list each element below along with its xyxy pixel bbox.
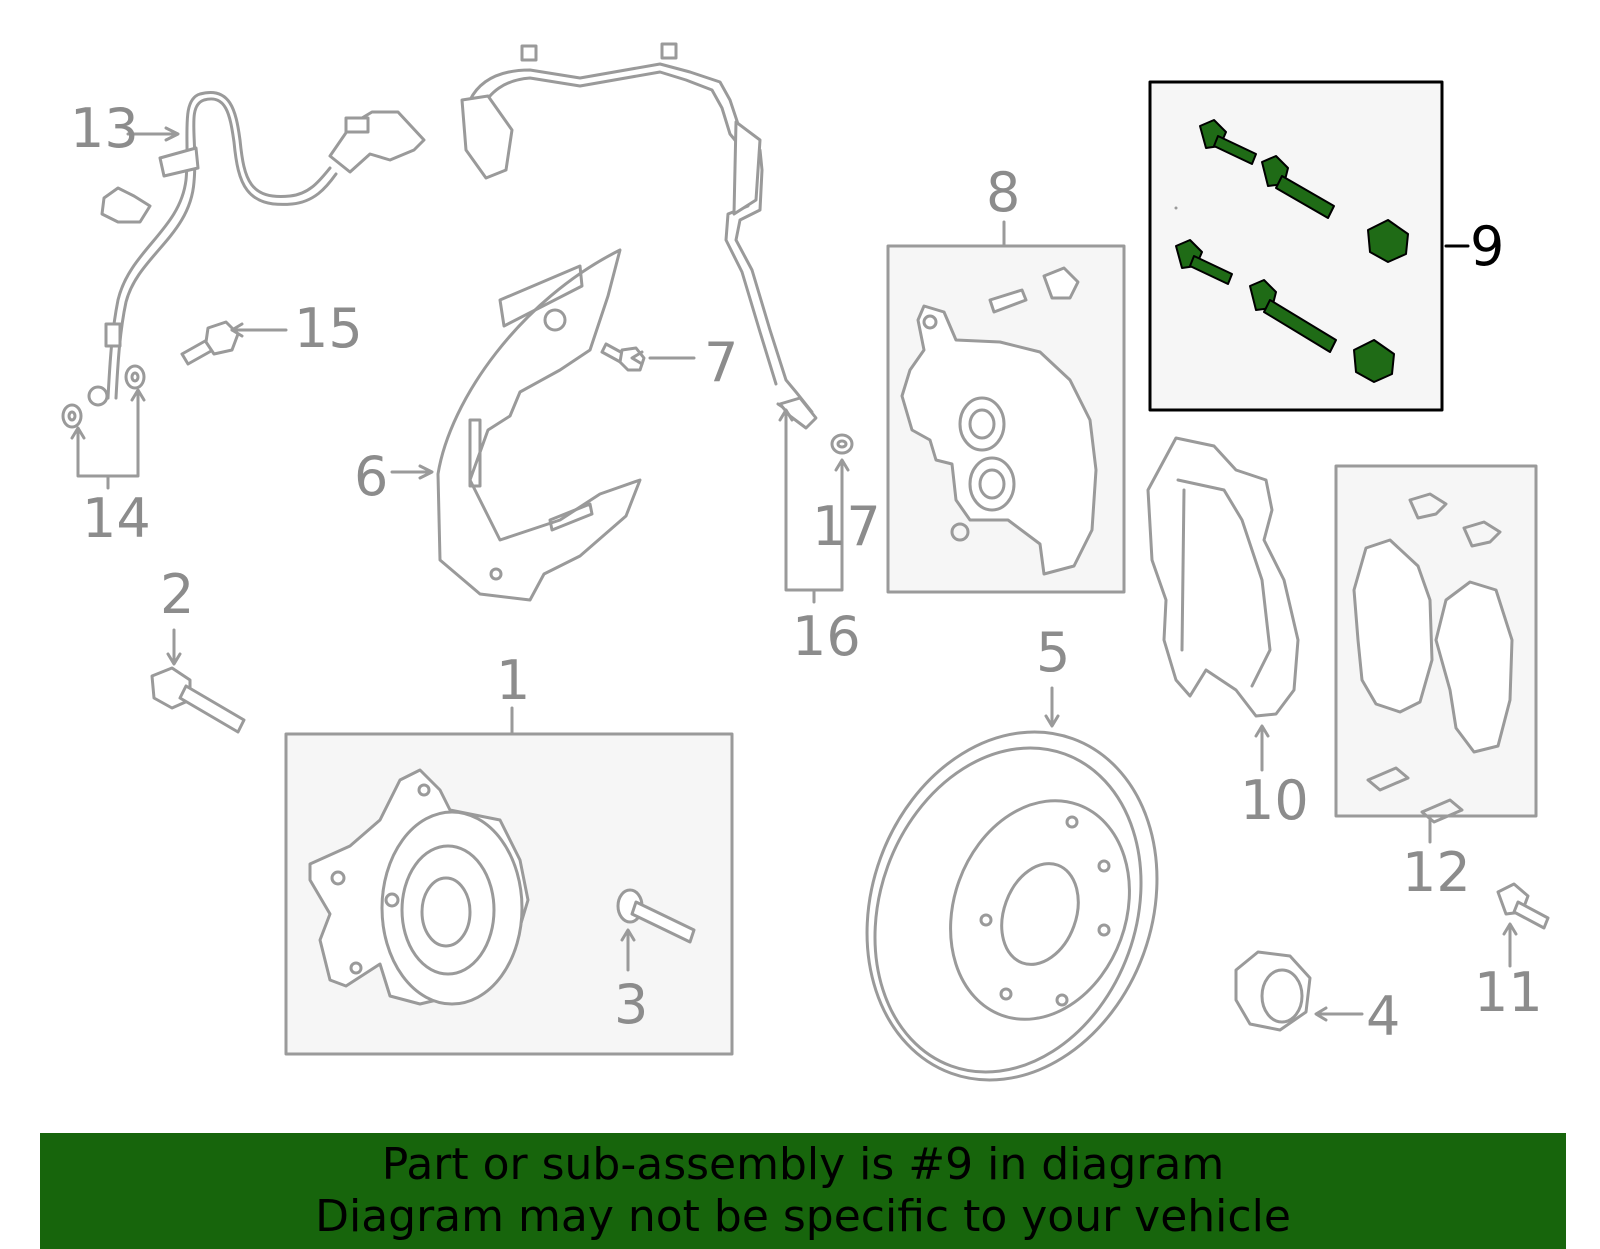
brake-pads-12 xyxy=(1352,492,1514,824)
info-banner: Part or sub-assembly is #9 in diagram Di… xyxy=(40,1133,1566,1249)
callout-5: 5 xyxy=(1036,621,1071,684)
washer-14a xyxy=(61,403,83,429)
abs-sensor-wire-13 xyxy=(87,91,426,407)
dust-shield-6 xyxy=(436,248,642,602)
callout-14: 14 xyxy=(82,487,151,550)
bolt-11 xyxy=(1496,882,1550,930)
bolt-7 xyxy=(600,342,696,372)
callout-10: 10 xyxy=(1240,769,1309,832)
wheel-stud-3 xyxy=(616,888,696,944)
hub-nut-4 xyxy=(1234,950,1312,1032)
parts-diagram xyxy=(61,42,1550,1082)
caliper-bolt-kit-9 xyxy=(1175,119,1409,383)
brake-rotor-5 xyxy=(865,730,1159,1082)
washer-14b xyxy=(124,364,146,390)
bolt-2 xyxy=(150,666,246,734)
washer-17 xyxy=(830,433,854,455)
callout-9: 9 xyxy=(1470,215,1505,278)
caliper-bracket-10 xyxy=(1146,436,1300,718)
callout-16: 16 xyxy=(792,605,861,668)
banner-line-2: Diagram may not be specific to your vehi… xyxy=(315,1191,1291,1242)
callout-6: 6 xyxy=(354,445,389,508)
callout-1: 1 xyxy=(496,649,531,712)
wheel-hub-1 xyxy=(308,768,530,1006)
callout-17: 17 xyxy=(812,495,881,558)
callout-8: 8 xyxy=(986,161,1021,224)
callout-12: 12 xyxy=(1402,841,1471,904)
callout-2: 2 xyxy=(160,563,195,626)
callout-15: 15 xyxy=(294,297,363,360)
callout-7: 7 xyxy=(704,331,739,394)
brake-caliper-8 xyxy=(900,266,1098,576)
abs-sensor-16 xyxy=(460,42,818,430)
banner-line-1: Part or sub-assembly is #9 in diagram xyxy=(381,1139,1225,1190)
callout-4: 4 xyxy=(1366,985,1401,1048)
callout-3: 3 xyxy=(614,973,649,1036)
callout-13: 13 xyxy=(70,97,139,160)
callout-11: 11 xyxy=(1474,961,1543,1024)
